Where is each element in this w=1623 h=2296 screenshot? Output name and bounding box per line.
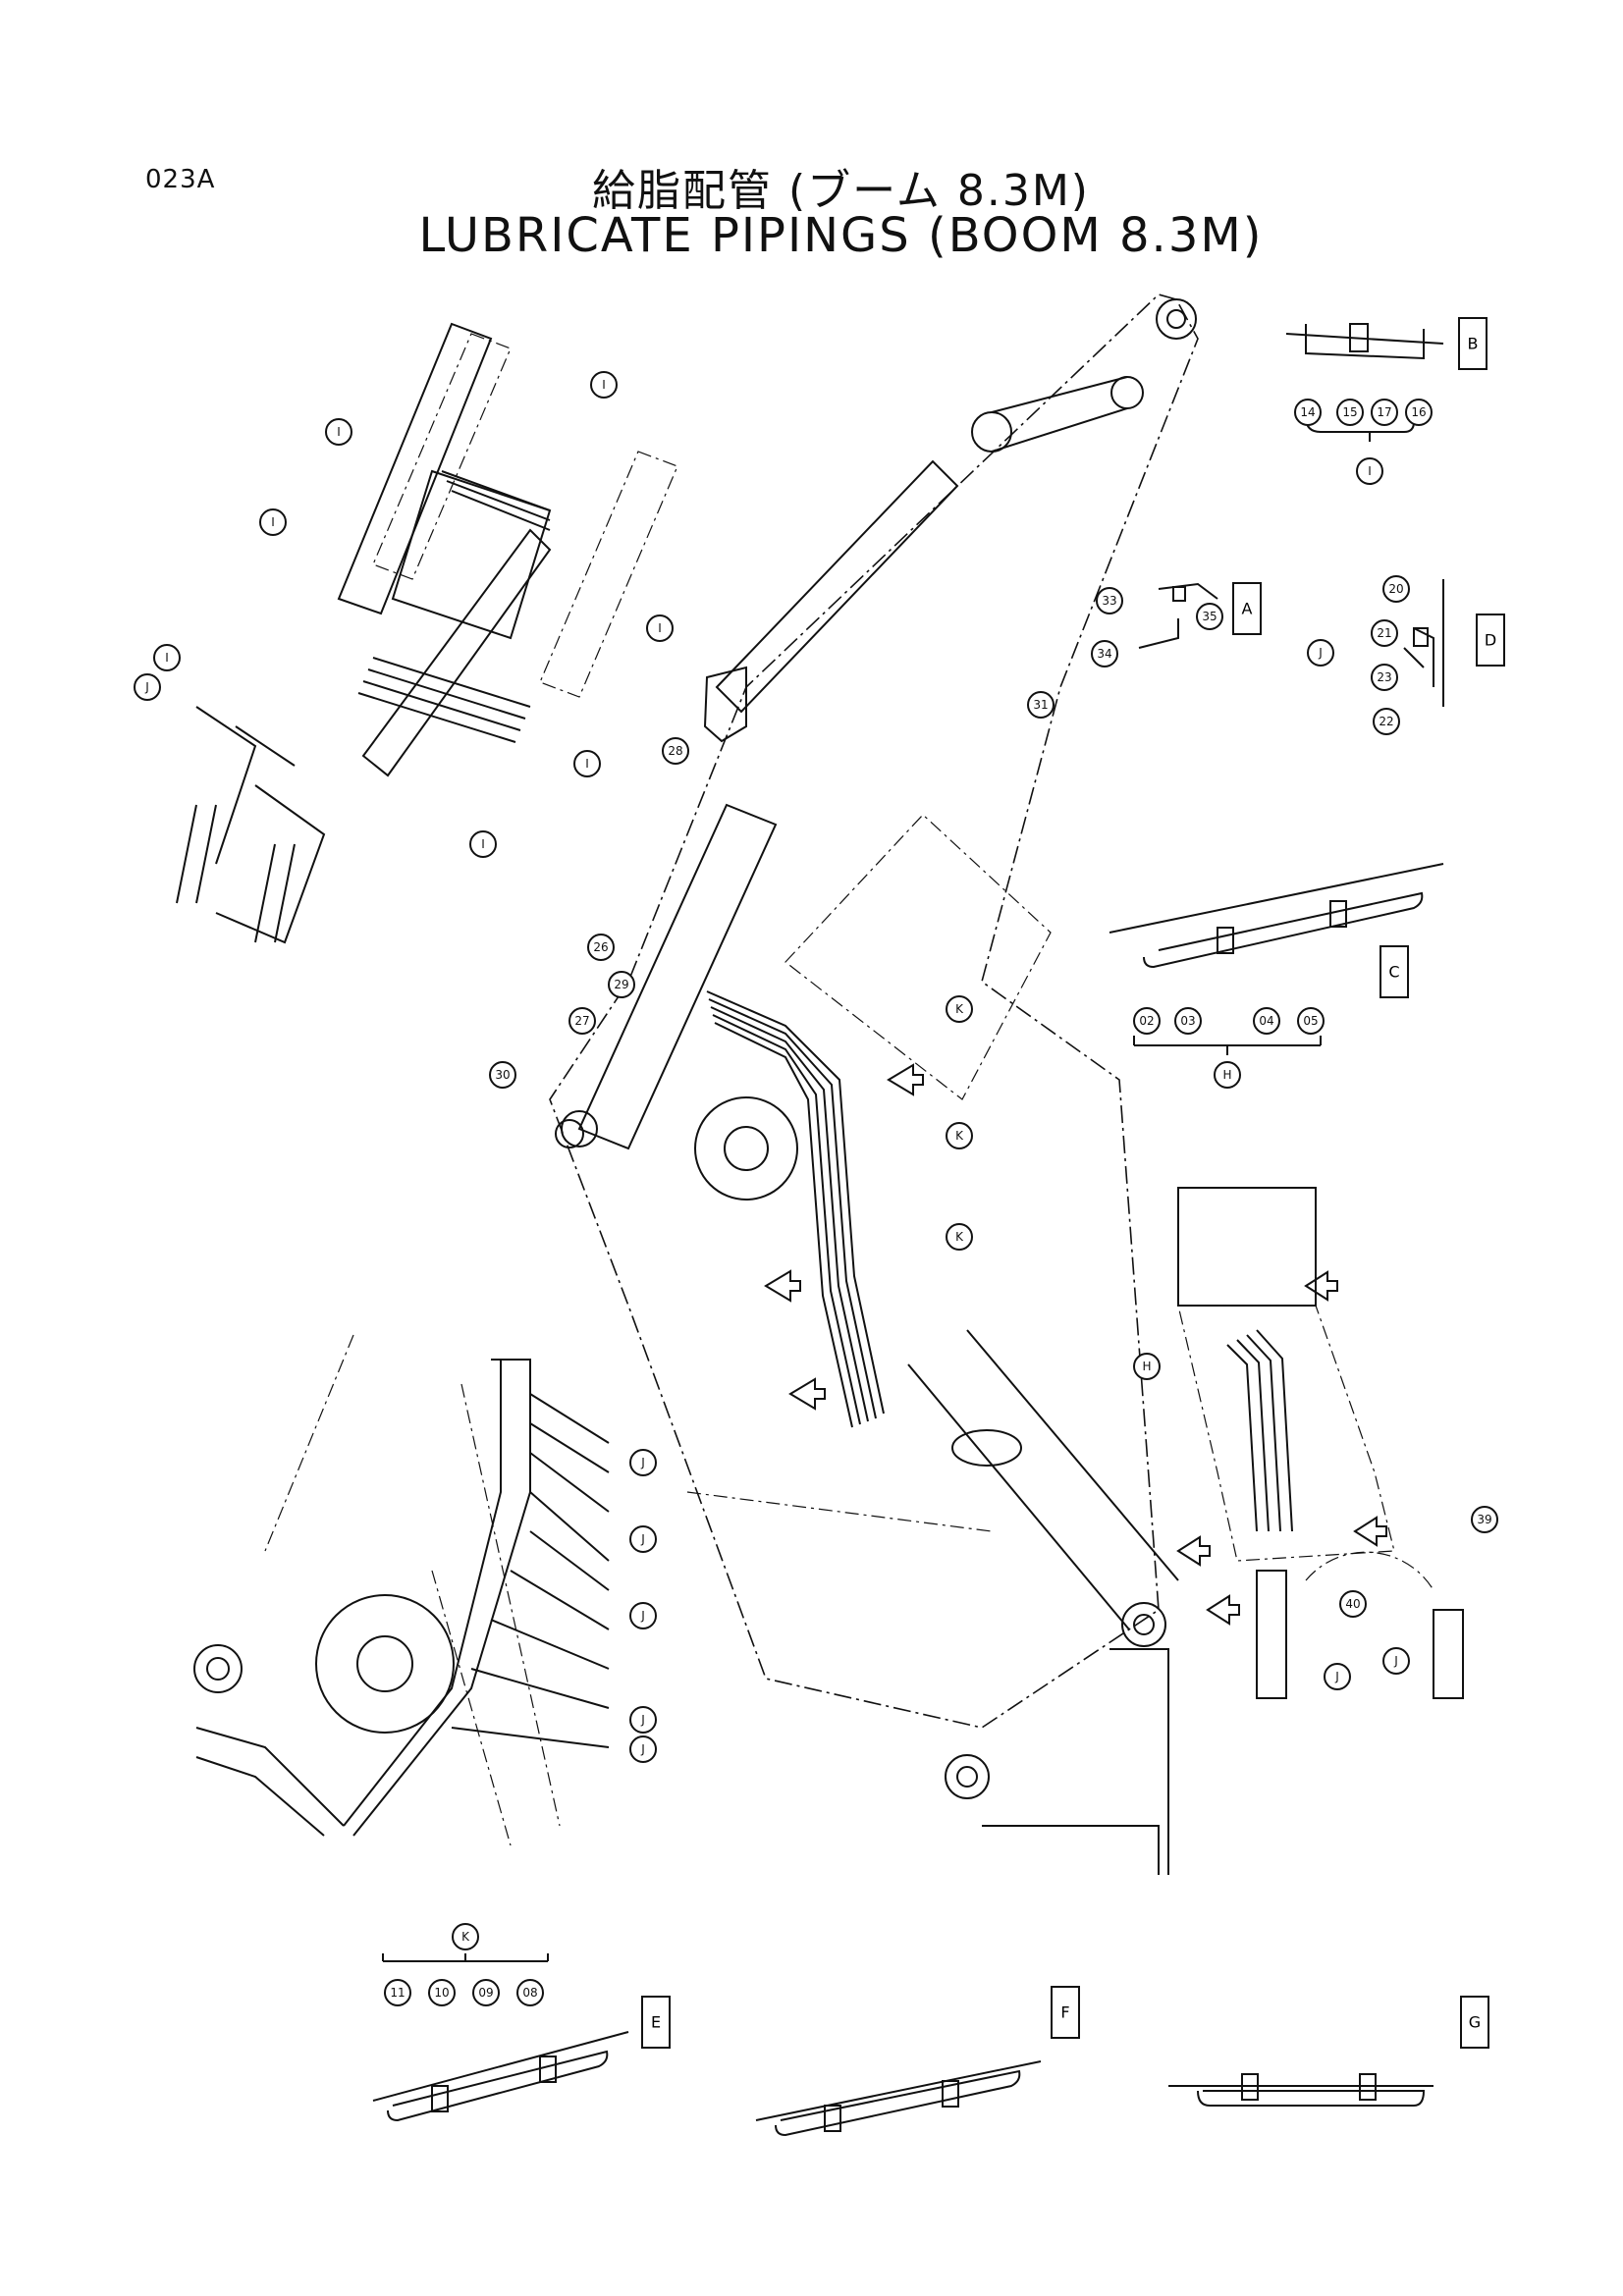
callout-14: 14 — [1300, 405, 1315, 419]
callout-10: 10 — [434, 1986, 449, 2000]
callout-j-i: J — [144, 680, 149, 694]
detail-h-view — [1176, 1187, 1464, 1699]
callout-i-7: I — [481, 837, 485, 851]
callout-31: 31 — [1033, 698, 1048, 712]
main-boom-view — [549, 294, 1199, 1875]
callout-j-h2: J — [1393, 1654, 1398, 1668]
view-label-k: K — [461, 1930, 470, 1944]
view-label-h: H — [1222, 1068, 1231, 1082]
section-f-view — [755, 2060, 1042, 2137]
title-japanese: 給脂配管 (ブーム 8.3M) — [592, 166, 1090, 216]
callout-09: 09 — [478, 1986, 493, 2000]
callout-04: 04 — [1259, 1014, 1273, 1028]
section-e-callouts: 11 10 09 08 K — [384, 1923, 544, 2006]
callout-26: 26 — [593, 940, 608, 954]
callout-j-4: J — [640, 1713, 645, 1727]
section-c-callouts: 02 03 04 05 H — [1133, 1007, 1325, 1089]
callout-29: 29 — [614, 978, 628, 991]
view-label-j: J — [1318, 646, 1323, 660]
callout-39: 39 — [1477, 1513, 1491, 1526]
callout-i-2: I — [337, 425, 341, 439]
callout-i-5: I — [658, 621, 662, 635]
callout-08: 08 — [522, 1986, 537, 2000]
callout-28: 28 — [668, 744, 682, 758]
callout-05: 05 — [1303, 1014, 1318, 1028]
callout-03: 03 — [1180, 1014, 1195, 1028]
callout-i-4: I — [165, 651, 169, 665]
section-c-view — [1109, 863, 1444, 1055]
callout-16: 16 — [1411, 405, 1426, 419]
callout-33: 33 — [1102, 594, 1116, 608]
callout-i-1: I — [602, 378, 606, 392]
callout-j-2: J — [640, 1532, 645, 1546]
section-tags: B A D C E F G — [641, 317, 1505, 2049]
callout-40: 40 — [1345, 1597, 1360, 1611]
section-a-view — [1138, 582, 1218, 649]
section-d-view — [1403, 579, 1444, 707]
callout-j-1: J — [640, 1456, 645, 1469]
section-tag-g: G — [1469, 2013, 1481, 2032]
callout-j-5: J — [640, 1742, 645, 1756]
main-callouts: 26 27 28 29 30 31 K K K — [489, 691, 1055, 1251]
callout-27: 27 — [574, 1014, 589, 1028]
title-english: LUBRICATE PIPINGS (BOOM 8.3M) — [418, 208, 1264, 263]
callout-30: 30 — [495, 1068, 510, 1082]
callout-j-3: J — [640, 1609, 645, 1623]
callout-20: 20 — [1388, 582, 1403, 596]
callout-i-6: I — [585, 757, 589, 771]
section-b-callouts: 14 15 17 16 I — [1294, 399, 1433, 485]
callout-02: 02 — [1139, 1014, 1154, 1028]
section-tag-f: F — [1060, 2003, 1069, 2022]
section-a-callouts: 33 34 35 — [1091, 587, 1223, 667]
section-g-view — [1168, 2073, 1434, 2107]
detail-j-callouts: J J J J J — [629, 1449, 657, 1763]
callout-k-2: K — [955, 1129, 964, 1143]
callout-k-3: K — [955, 1230, 964, 1244]
callout-17: 17 — [1377, 405, 1391, 419]
callout-h: H — [1142, 1360, 1151, 1373]
callout-23: 23 — [1377, 670, 1391, 684]
section-e-view — [372, 1953, 629, 2122]
callout-35: 35 — [1202, 610, 1217, 623]
callout-k-1: K — [955, 1002, 964, 1016]
section-tag-a: A — [1242, 600, 1253, 618]
section-d-callouts: 20 21 23 22 J — [1307, 575, 1410, 735]
section-tag-b: B — [1468, 335, 1479, 353]
section-tag-e: E — [651, 2013, 661, 2032]
detail-i-callouts: I I I I I I I J — [134, 371, 674, 858]
view-label-i: I — [1368, 464, 1372, 478]
detail-j-view — [193, 1334, 610, 1846]
callout-11: 11 — [390, 1986, 405, 2000]
callout-21: 21 — [1377, 626, 1391, 640]
callout-15: 15 — [1342, 405, 1357, 419]
callout-22: 22 — [1379, 715, 1393, 728]
callout-i-3: I — [271, 515, 275, 529]
callout-34: 34 — [1097, 647, 1111, 661]
page-number: 023A — [145, 165, 216, 194]
detail-h-callouts: H 39 40 J J — [1133, 1353, 1498, 1690]
section-tag-c: C — [1388, 963, 1399, 982]
detail-i-view — [176, 322, 678, 944]
callout-j-h1: J — [1334, 1670, 1339, 1683]
section-tag-d: D — [1485, 631, 1496, 650]
